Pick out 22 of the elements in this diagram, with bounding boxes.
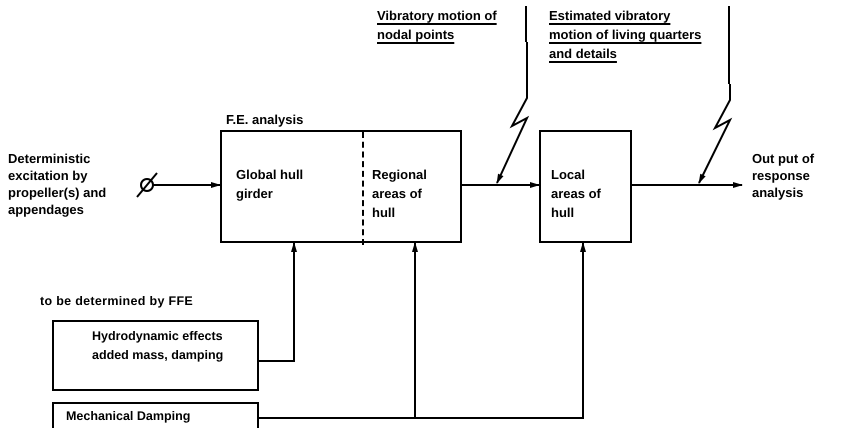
section-label: Global hull girder [236, 166, 304, 203]
arrow [259, 242, 297, 362]
leader-arrow [698, 84, 732, 184]
flow-text: Deterministic excitation by propeller(s) and appendages [8, 150, 108, 218]
box-label: Local areas of hull [551, 166, 602, 222]
arrow [462, 182, 540, 188]
note-bracket [549, 6, 730, 84]
note-bracket [377, 6, 527, 42]
arrow [632, 182, 743, 188]
arrow [152, 182, 221, 188]
process-box [539, 130, 632, 243]
box-label: Mechanical Damping [66, 408, 190, 425]
note-text: Estimated vibratory motion of living quarters and details [549, 7, 702, 63]
section-label: Regional areas of hull [372, 166, 428, 222]
process-box [52, 402, 259, 428]
process-box [52, 320, 259, 391]
note-text: to be determined by FFE [40, 293, 194, 310]
box-label: Hydrodynamic effects added mass, damping [92, 328, 224, 364]
box-heading: F.E. analysis [226, 111, 304, 129]
note-text: Vibratory motion of nodal points [377, 7, 498, 44]
leader-arrow [496, 42, 530, 184]
flow-text: Out put of response analysis [752, 150, 816, 201]
